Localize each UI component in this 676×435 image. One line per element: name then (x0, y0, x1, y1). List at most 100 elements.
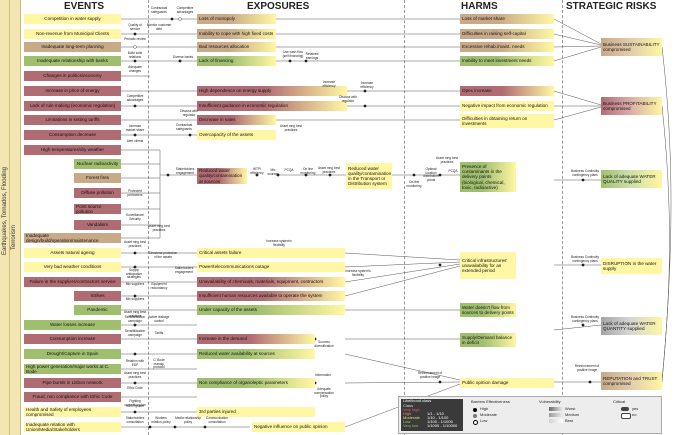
event-box: Non-revenue from Municipal Clients (24, 29, 121, 39)
barrier-label: Business Continuity contingency plans (571, 315, 599, 323)
header-exposures: EXPOSURES (247, 1, 310, 12)
harm-box: Supply/Demand balance in deficit (460, 333, 516, 347)
risk-box: Lack of adequate WATER QUALITY supplied (601, 170, 662, 188)
barrier-label: Adequate changes (128, 65, 142, 73)
barrier-label: WTP/ efficiency (250, 167, 264, 175)
legend-freq-3: 1/100 - 1/1000 (427, 419, 453, 424)
barrier-label: On-line monitoring (406, 180, 422, 188)
barrier-label: Structural protection of the assets (148, 251, 178, 259)
barrier-label: Asset mng best practices (124, 371, 146, 379)
exposure-box: Non compliance of organoleptic parameter… (197, 378, 315, 388)
barrier-label: Competitive advantages (126, 94, 144, 102)
barrier-label: Business Continuity contingency plans (571, 169, 599, 177)
harm-box: Difficulties in raising self-capital (460, 29, 554, 39)
event-box: Inadequate long-term planning (24, 42, 121, 52)
event-box: Assets natural ageing (24, 248, 121, 258)
legend-vul-worst: Worst (565, 406, 576, 411)
event-box: Lack of rule making (economic regulation… (24, 101, 121, 111)
harm-box: Presence of contaminants in the delivery… (460, 162, 516, 192)
legend-class-very-high: Very high (403, 407, 420, 412)
event-box: Drought/Capture in Spain (24, 349, 121, 359)
vulnerability-best-swatch (549, 419, 563, 423)
barrier-label: Discuss with regulator (339, 95, 357, 103)
risk-box: Lack of adequate WATER QUANTITY supplied (601, 317, 662, 335)
legend-critical-yes: yes (632, 406, 639, 411)
exposure-box: Critical assets failure (197, 248, 345, 258)
barrier-label: Sensibilization campaign (124, 315, 146, 323)
event-box: Limitations in setting tariffs (24, 115, 121, 125)
barrier-label: Media relationship policy (175, 416, 201, 424)
lane-divider-harms (404, 0, 405, 435)
barrier-high-dot-icon (473, 408, 477, 412)
event-box: Forest fires (74, 173, 121, 183)
event-box: Health and Safety of employees compromis… (24, 407, 121, 417)
hazard-side-band (0, 0, 21, 435)
barrier-label: Asset mng best practices (436, 156, 458, 164)
barrier-label: Business Continuity contingency plans (571, 255, 599, 263)
risk-box: Business SUSTAINABILITY compromised (601, 38, 662, 56)
barrier-label: On line monitoring (300, 167, 316, 175)
barrier-label: Mix suppliers (125, 297, 145, 301)
legend-class-low: Low (403, 419, 411, 424)
critical-yes-swatch (621, 407, 629, 411)
legend-vul-medium: Medium (565, 412, 580, 417)
barrier-label: Increase market share (125, 124, 145, 132)
exposure-box: Insufficient human resources available t… (197, 291, 345, 301)
barrier-label: Asset mng best practices (124, 310, 146, 318)
event-box: Inadequate design/build/operation/mainte… (24, 233, 121, 243)
event-box: Consumption increase (24, 334, 121, 344)
barrier-label: Surveillance/ Security (125, 213, 145, 221)
header-events: EVENTS (64, 1, 105, 12)
event-box: Point source pollution (74, 204, 121, 214)
barrier-label: Adequate compensation policy (314, 387, 334, 399)
exposure-box: Reduced water quality/contamination at s… (197, 168, 247, 184)
barrier-label: Diverse banks (172, 55, 194, 59)
legend-class-header: Class (403, 403, 414, 408)
event-box: Consumption decrease (24, 130, 121, 140)
exposure-box: Reduced water quality/contamination in t… (346, 163, 392, 189)
barrier-moderate-dot-icon (473, 414, 477, 418)
barrier-label: Build solid relations (127, 51, 143, 59)
barrier-label: Equipment redundancy (150, 282, 168, 290)
barrier-label: Communication consultation (205, 416, 229, 424)
barrier-label: Relation with EDP (125, 359, 145, 367)
barrier-label: Stakeholders consultation (125, 416, 145, 424)
barrier-label: Protected perimeters (127, 189, 143, 197)
risk-box: REPUTATION and TRUST compromised (601, 372, 662, 390)
legend-barrier-moderate: Moderate (480, 412, 497, 417)
harm-box: Negative impact from economic regulation (460, 101, 554, 111)
barrier-label: Workers relation policy (151, 416, 171, 424)
legend-vul-best: Best (565, 418, 574, 423)
likelihood-class-table (401, 399, 463, 431)
barrier-label: Asset mng best practices (148, 224, 170, 232)
event-box: Pandemic (74, 305, 121, 315)
barrier-label: C. Bode manag. protocol (153, 358, 165, 370)
event-box: Water losses increase (24, 320, 121, 330)
barrier-label: PCQA (284, 168, 294, 172)
barrier-label: Increase efficiency (360, 81, 374, 89)
barrier-label: Retained earnings (305, 52, 319, 60)
barrier-label: Stakeholders engagement (174, 266, 194, 274)
lane-divider-exposures (148, 0, 149, 435)
barrier-label: Fighting corruption plan (124, 399, 146, 407)
barrier-label: Monitor customer debt (146, 23, 172, 31)
barrier-label: Sensibilization campaign (124, 329, 146, 337)
exposure-box: High dependence on energy supply (197, 86, 347, 96)
harm-box: Water doesn't flow from sources to deliv… (460, 303, 516, 317)
barrier-label: Competitive advantages (176, 6, 194, 14)
harm-box: Public opinion damage (460, 378, 554, 388)
legend-barrier-high: High (480, 406, 489, 411)
barrier-label: Reinforcement of positive image (417, 371, 443, 379)
legend-class-moderate: Moderate (403, 415, 420, 420)
vulnerability-medium-swatch (549, 413, 563, 417)
vulnerability-worst-swatch (549, 407, 563, 411)
exposure-box: 3rd parties injured (197, 407, 315, 417)
barrier-label: Increase system's flexibility (266, 239, 292, 247)
hazard-side-divider (9, 0, 10, 435)
barrier-label: Alert clients (126, 139, 144, 143)
event-box: Nuclear radioactivity (74, 159, 121, 169)
barrier-label: Discuss with regulator (180, 109, 198, 117)
exposure-box: Insufficient guidance in economic regula… (197, 101, 347, 111)
risk-box: Business PROFITABILITY compromised (601, 97, 662, 115)
